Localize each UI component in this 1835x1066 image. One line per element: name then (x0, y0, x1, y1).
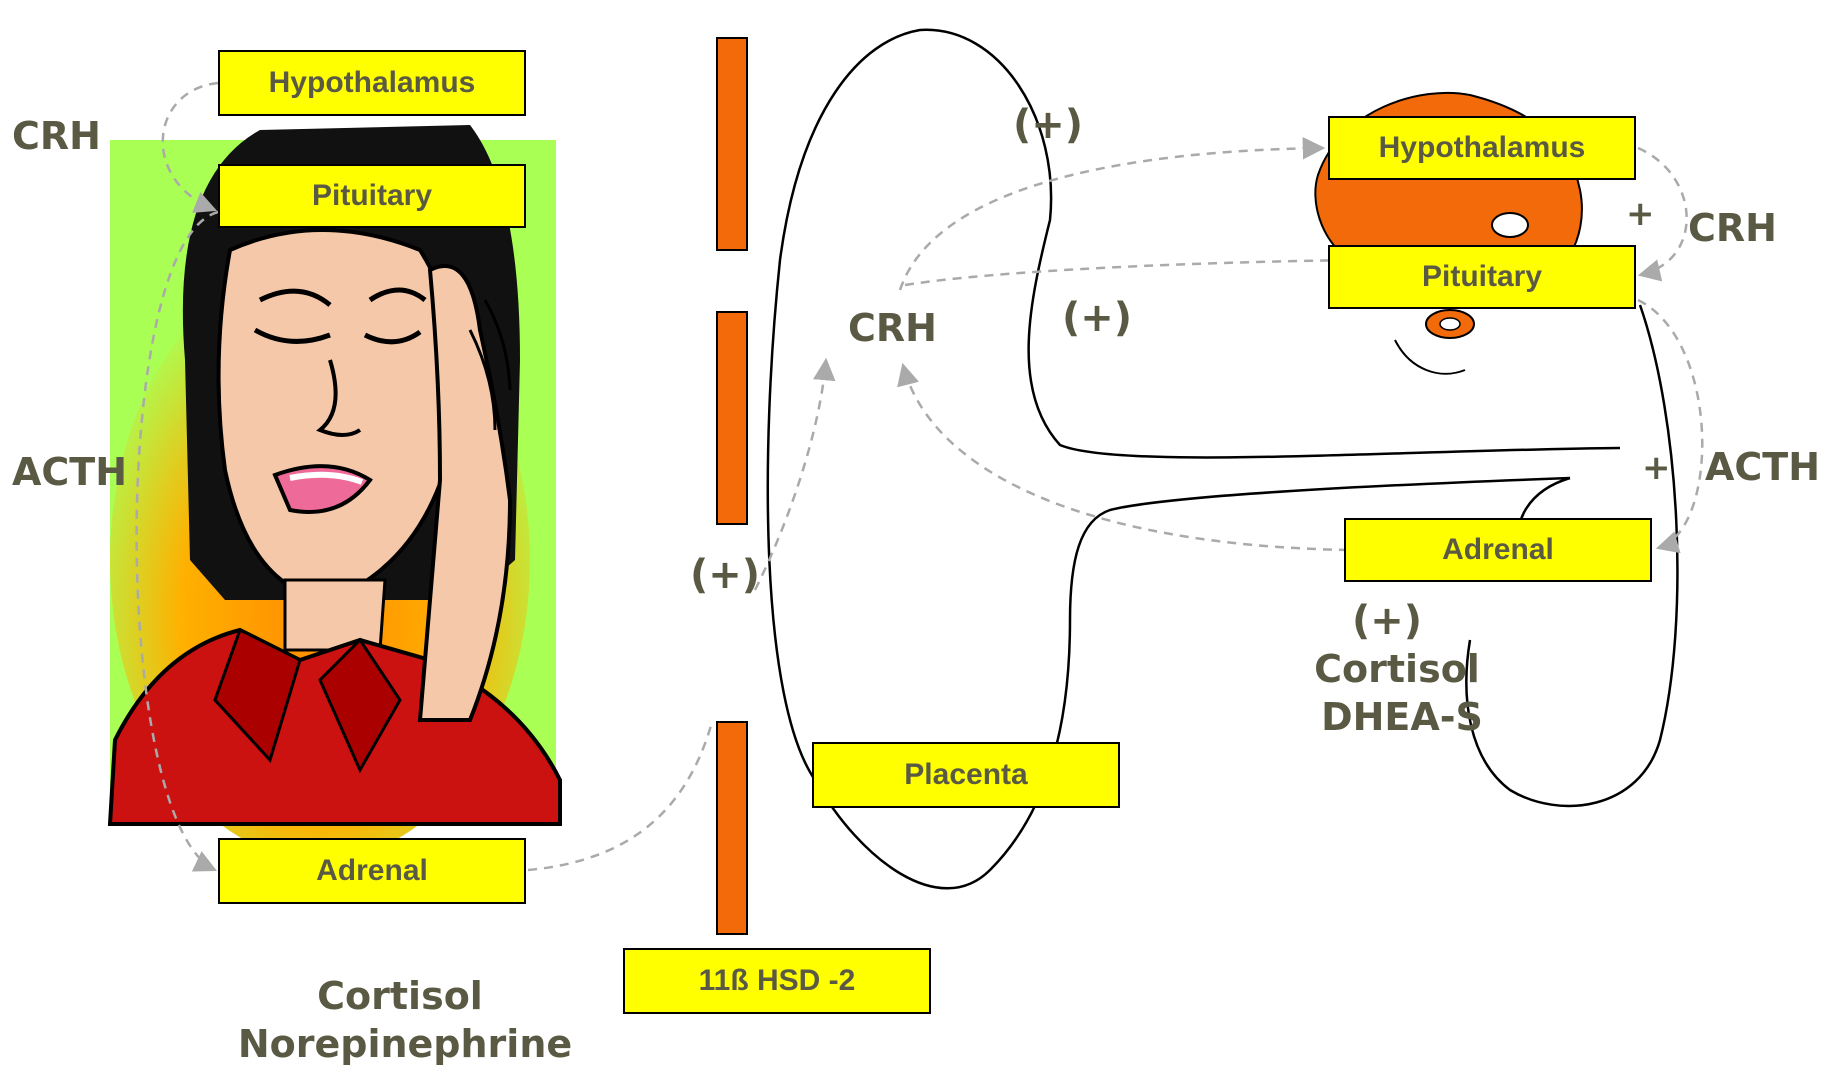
maternal-hypothalamus-box: Hypothalamus (218, 50, 526, 116)
arrow-fetal-adrenal-to-crh (897, 362, 1349, 552)
fetal-pituitary-box: Pituitary (1328, 245, 1636, 309)
arrow-maternal-acth (135, 210, 219, 872)
fetal-pituitary-label: Pituitary (1421, 260, 1543, 293)
maternal-acth-label: ACTH (12, 450, 128, 494)
placental-barrier (716, 37, 748, 935)
arrows (135, 81, 1704, 872)
fetal-crh-label: CRH (1688, 206, 1777, 250)
maternal-adrenal-box: Adrenal (218, 838, 526, 904)
maternal-crh-label: CRH (12, 114, 101, 158)
maternal-output-line1: Cortisol (317, 974, 483, 1018)
arrow-fetal-crh (1637, 146, 1688, 282)
arrow-crh-to-fetal-hypothalamus (898, 137, 1326, 291)
arrow-barrier-to-crh (753, 357, 836, 591)
maternal-pituitary-box: Pituitary (218, 164, 526, 228)
maternal-adrenal-label: Adrenal (316, 854, 428, 887)
fetal-output-line2: DHEA-S (1321, 695, 1483, 739)
arrow-crh-to-fetal-pituitary (904, 249, 1361, 287)
arrow-fetal-acth (1637, 298, 1704, 554)
barrier-segment (716, 37, 748, 251)
fetal-hypothalamus-label: Hypothalamus (1378, 131, 1586, 164)
arrow-maternal-crh (161, 81, 219, 213)
placenta-label: Placenta (904, 758, 1028, 791)
fetal-adrenal-box: Adrenal (1344, 518, 1652, 582)
maternal-pituitary-label: Pituitary (311, 179, 433, 212)
placental-plus-top: (+) (1013, 102, 1084, 148)
fetal-plus-acth: + (1642, 448, 1671, 488)
fetal-acth-label: ACTH (1705, 445, 1821, 489)
fetal-plus-output: (+) (1352, 598, 1423, 644)
placental-crh-label: CRH (848, 306, 937, 350)
fetus-outline (766, 28, 1679, 890)
barrier-segment (716, 721, 748, 935)
arrow-adrenal-to-barrier (527, 721, 714, 872)
stressed-woman-illustration (107, 125, 562, 860)
maternal-hypothalamus-label: Hypothalamus (268, 66, 476, 99)
fetal-adrenal-label: Adrenal (1442, 533, 1554, 566)
maternal-output-line2: Norepinephrine (237, 1022, 573, 1066)
placental-plus-mid: (+) (1062, 295, 1133, 341)
enzyme-box: 11ß HSD -2 (623, 948, 931, 1014)
placental-plus-left: (+) (690, 552, 761, 598)
placenta-box: Placenta (812, 742, 1120, 808)
fetal-output-line1: Cortisol (1314, 647, 1480, 691)
enzyme-label: 11ß HSD -2 (698, 964, 856, 997)
barrier-segment (716, 311, 748, 525)
fetal-hypothalamus-box: Hypothalamus (1328, 116, 1636, 180)
fetal-plus-crh: + (1626, 194, 1655, 234)
